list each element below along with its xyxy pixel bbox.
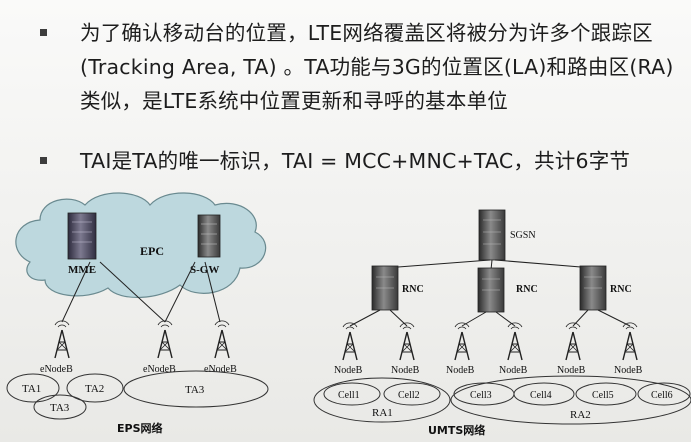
nodeb-tower-icon (622, 322, 638, 361)
cell-label: Cell6 (651, 390, 673, 401)
cell-label: Cell3 (470, 390, 492, 401)
nodeb-label: NodeB (391, 365, 420, 376)
rnc-server-icon (371, 265, 399, 311)
sgsn-server-icon (478, 209, 506, 261)
mme-server-icon (67, 212, 97, 260)
ta-label: TA1 (22, 383, 41, 395)
nodeb-tower-icon (399, 322, 415, 361)
nodeb-tower-icon (454, 322, 470, 361)
rnc-server-icon (477, 267, 505, 313)
nodeb-label: NodeB (557, 365, 586, 376)
bullet-tracking-area: 为了确认移动台的位置，LTE网络覆盖区将被分为许多个跟踪区(Tracking A… (40, 16, 680, 118)
ta-label: TA2 (85, 383, 104, 395)
nodeb-tower-icon (507, 322, 523, 361)
eps-network: EPC MME S-GW eNodeB eNodeB (6, 192, 269, 435)
sgsn-label: SGSN (510, 230, 536, 241)
rnc-label: RNC (402, 284, 424, 295)
mme-label: MME (68, 264, 96, 276)
rnc-server-icon (579, 265, 607, 311)
routing-areas (313, 375, 691, 425)
ta-label: TA3 (50, 402, 70, 414)
enodeb-label: eNodeB (40, 364, 73, 375)
umts-caption: UMTS网络 (428, 423, 485, 437)
nodeb-label: NodeB (614, 365, 643, 376)
ra-label: RA2 (570, 409, 591, 421)
cell-label: Cell1 (338, 390, 360, 401)
enodeb-label: eNodeB (204, 364, 237, 375)
enodeb-tower-icon (214, 320, 230, 359)
bullet-tai: TAI是TA的唯一标识，TAI = MCC+MNC+TAC，共计6字节 (40, 144, 680, 178)
bullet-text: 为了确认移动台的位置，LTE网络覆盖区将被分为许多个跟踪区(Tracking A… (80, 21, 674, 113)
tracking-areas (6, 370, 269, 420)
umts-network: SGSN RNC RNC RNC (313, 209, 691, 437)
nodeb-tower-icon (342, 322, 358, 361)
bullet-text: TAI是TA的唯一标识，TAI = MCC+MNC+TAC，共计6字节 (80, 149, 631, 173)
ra-label: RA1 (372, 407, 393, 419)
eps-links (61, 261, 221, 323)
ta-label: TA3 (185, 384, 205, 396)
nodeb-label: NodeB (446, 365, 475, 376)
cells (323, 382, 691, 406)
cell-label: Cell5 (592, 390, 614, 401)
nodeb-label: NodeB (499, 365, 528, 376)
sgw-server-icon (197, 214, 221, 258)
enodeb-tower-icon (54, 320, 70, 359)
nodeb-tower-icon (565, 322, 581, 361)
enodeb-tower-icon (157, 320, 173, 359)
sgw-label: S-GW (190, 264, 219, 276)
enodeb-label: eNodeB (143, 364, 176, 375)
nodeb-label: NodeB (334, 365, 363, 376)
rnc-label: RNC (610, 284, 632, 295)
epc-label: EPC (140, 244, 164, 258)
cell-label: Cell4 (530, 390, 552, 401)
eps-caption: EPS网络 (117, 421, 163, 435)
rnc-label: RNC (516, 284, 538, 295)
cell-label: Cell2 (398, 390, 420, 401)
